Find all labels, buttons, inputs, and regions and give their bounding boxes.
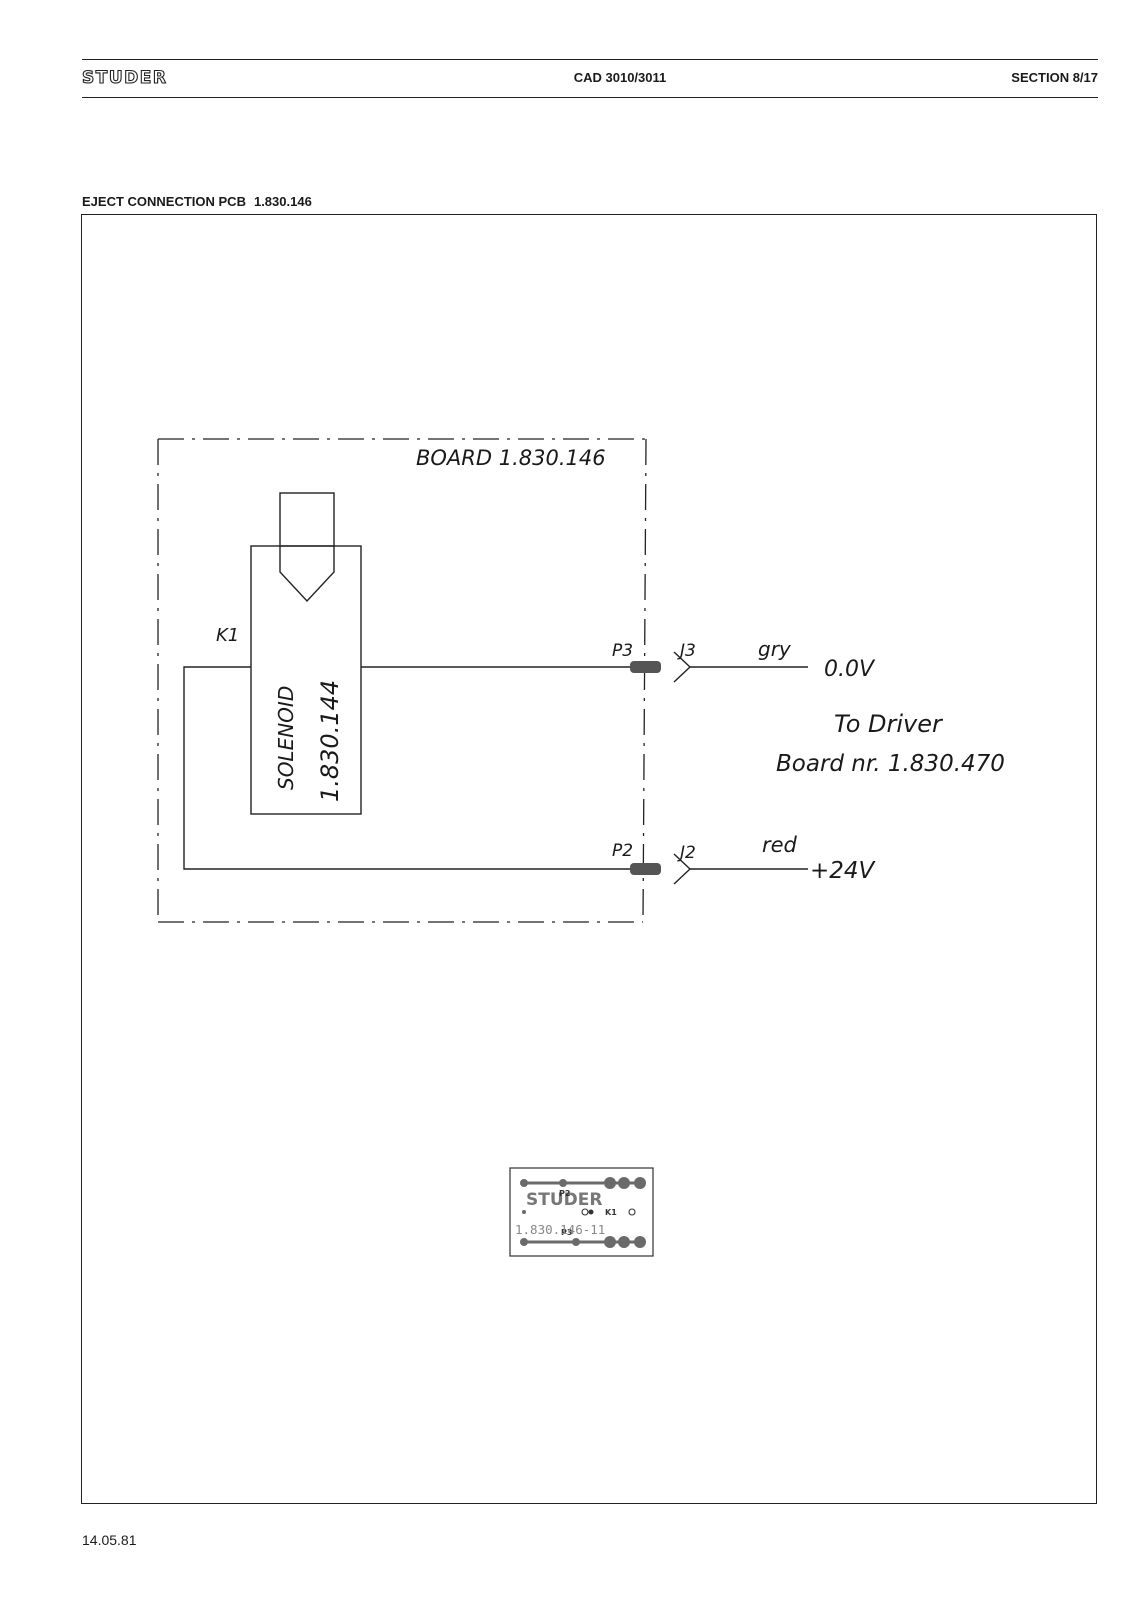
studer-logo: STUDER [81, 67, 168, 88]
pcb-pad [634, 1177, 646, 1189]
sheet-title-name: EJECT CONNECTION PCB [82, 194, 246, 209]
connector-p3-plug [630, 661, 661, 673]
note-line-2: Board nr. 1.830.470 [776, 751, 1005, 777]
sheet-title-number: 1.830.146 [253, 194, 312, 209]
pcb-pad [559, 1179, 567, 1187]
solenoid-label: SOLENOID [274, 686, 298, 790]
pcb-hole [628, 1208, 636, 1216]
section-number: SECTION 8/17 [1011, 70, 1098, 85]
pcb-pad [588, 1209, 594, 1215]
plug-p2-label: P2 [612, 841, 633, 861]
component-ref-k1: K1 [216, 625, 239, 646]
board-outline-right [642, 438, 647, 923]
jack-j2-label: J2 [677, 843, 696, 863]
pcb-pad [520, 1238, 528, 1246]
pcb-pad [572, 1238, 580, 1246]
pcb-part-number: 1.830.146-11 [515, 1222, 605, 1237]
solenoid-plunger [279, 492, 335, 547]
solenoid-k1 [250, 492, 362, 815]
drawing-frame [81, 214, 1097, 1504]
pcb-pad [604, 1236, 616, 1248]
pcb-pad [618, 1236, 630, 1248]
solenoid-number: 1.830.144 [316, 680, 344, 802]
pcb-layout-image: STUDER P2 K1 P3 1.830.146-11 [509, 1167, 654, 1257]
pcb-pad [520, 1179, 528, 1187]
wire-color-red: red [762, 833, 798, 857]
pcb-brand: STUDER [526, 1190, 602, 1210]
wire-p2 [183, 666, 636, 870]
header-top-rule [82, 59, 1098, 60]
note-line-1: To Driver [834, 710, 944, 738]
sheet-title: EJECT CONNECTION PCB 1.830.146 [82, 194, 312, 209]
wire-color-gry: gry [758, 637, 792, 661]
pcb-pad [634, 1236, 646, 1248]
signal-0v: 0.0V [824, 657, 876, 682]
pcb-connector-p3: P3 [561, 1228, 572, 1237]
connector-p2-plug [630, 863, 661, 875]
pcb-pad [604, 1177, 616, 1189]
board-label: BOARD 1.830.146 [416, 446, 606, 470]
signal-24v: +24V [810, 858, 877, 884]
jack-j3-label: J3 [677, 641, 696, 661]
pcb-hole [581, 1208, 589, 1216]
board-outline [157, 438, 647, 923]
document-number: CAD 3010/3011 [573, 70, 667, 85]
pcb-pad [522, 1210, 526, 1214]
plug-p3-label: P3 [612, 641, 633, 661]
solenoid-arrow [279, 546, 335, 603]
pcb-pad [618, 1177, 630, 1189]
jack-j3-symbol [673, 651, 692, 683]
jack-j2-symbol [673, 853, 692, 885]
solenoid-body [250, 545, 362, 815]
header-bottom-rule [82, 97, 1098, 98]
pcb-connector-p2: P2 [559, 1189, 570, 1198]
wires [183, 666, 808, 870]
pcb-component-k1: K1 [605, 1208, 617, 1217]
revision-date: 14.05.81 [82, 1532, 137, 1548]
